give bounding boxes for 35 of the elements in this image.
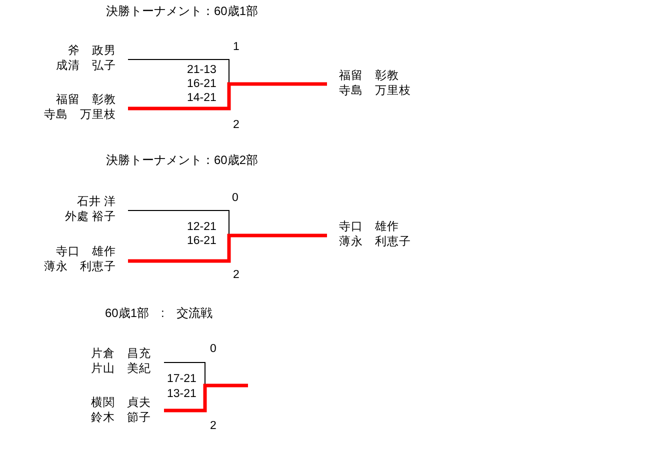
player-name: 薄永 利恵子 (339, 235, 411, 250)
player-name: 外處 裕子 (64, 210, 116, 225)
player-name: 石井 洋 (76, 195, 116, 210)
player-name: 寺島 万里枝 (339, 84, 411, 99)
section-heading: 60歳1部 : 交流戦 (105, 306, 212, 320)
player-name: 斧 政男 (68, 44, 116, 59)
player-name: 福留 彰教 (339, 69, 399, 84)
player-name: 成清 弘子 (56, 59, 116, 74)
set-score: 17-21 (167, 372, 196, 386)
match-score: 1 (233, 40, 240, 54)
match-score: 2 (233, 268, 240, 282)
player-name: 福留 彰教 (56, 93, 116, 108)
section-heading: 決勝トーナメント：60歳1部 (106, 4, 258, 18)
bracket-line (164, 384, 248, 412)
set-score: 21-13 (187, 62, 216, 78)
player-name: 横関 貞夫 (91, 396, 151, 411)
set-score: 13-21 (167, 386, 196, 402)
match-score: 0 (232, 190, 238, 206)
match-score: 2 (210, 418, 216, 434)
player-name: 寺口 雄作 (56, 245, 116, 260)
player-name: 薄永 利恵子 (44, 260, 116, 275)
match-score: 2 (233, 118, 240, 132)
player-name: 寺島 万里枝 (44, 108, 116, 123)
set-score: 16-21 (187, 76, 216, 92)
set-score: 16-21 (187, 234, 216, 248)
player-name: 片倉 昌充 (91, 347, 151, 362)
player-name: 鈴木 節子 (91, 411, 151, 426)
bracket-line (128, 82, 327, 110)
player-name: 片山 美紀 (91, 362, 151, 377)
section-heading: 決勝トーナメント：60歳2部 (106, 152, 258, 168)
bracket-line (128, 234, 327, 263)
player-name: 寺口 雄作 (339, 220, 399, 235)
set-score: 12-21 (187, 220, 216, 234)
set-score: 14-21 (187, 90, 216, 106)
match-score: 0 (210, 342, 216, 356)
